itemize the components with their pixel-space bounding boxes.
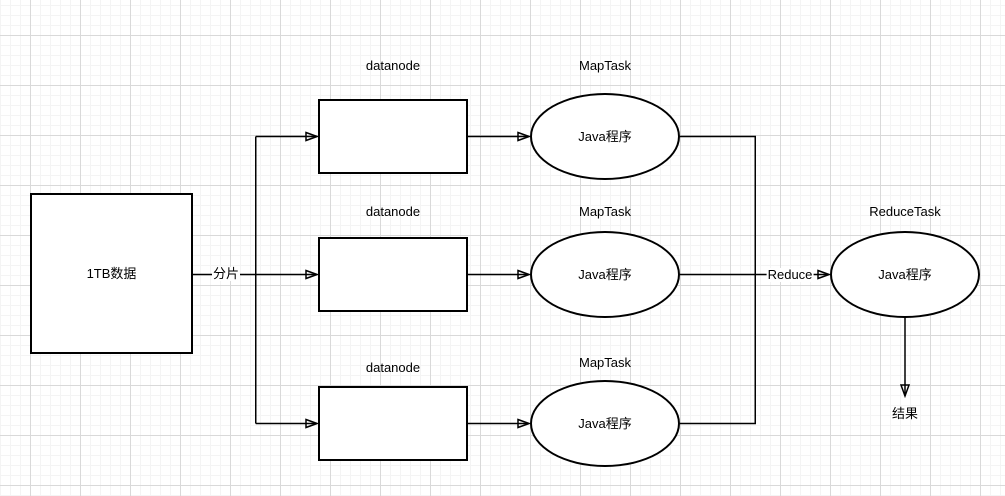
source-data-box: 1TB数据 [30,193,193,354]
maptask-ellipse-bottom: Java程序 [530,380,680,467]
maptask-title-top: MapTask [578,58,632,73]
result-label: 结果 [891,406,918,421]
datanode-box-bottom [318,386,468,461]
datanode-box-top [318,99,468,174]
edge-top-maptask-collector [680,135,756,275]
datanode-title-top: datanode [365,58,421,73]
reducetask-ellipse: Java程序 [830,231,980,318]
maptask-title-bottom: MapTask [578,355,632,370]
maptask-program-label-middle: Java程序 [578,266,632,282]
maptask-ellipse-middle: Java程序 [530,231,680,318]
datanode-box-middle [318,237,468,312]
datanode-title-middle: datanode [365,204,421,219]
split-edge-label: 分片 [211,266,241,281]
edge-bottom-maptask-collector [680,274,756,425]
reducetask-program-label: Java程序 [878,266,932,282]
reduce-edge-label: Reduce [766,267,814,282]
maptask-ellipse-top: Java程序 [530,93,680,180]
maptask-program-label-top: Java程序 [578,128,632,144]
datanode-title-bottom: datanode [365,360,421,375]
source-data-label: 1TB数据 [86,265,137,281]
maptask-program-label-bottom: Java程序 [578,415,632,431]
maptask-title-middle: MapTask [578,204,632,219]
reducetask-title: ReduceTask [869,204,941,219]
